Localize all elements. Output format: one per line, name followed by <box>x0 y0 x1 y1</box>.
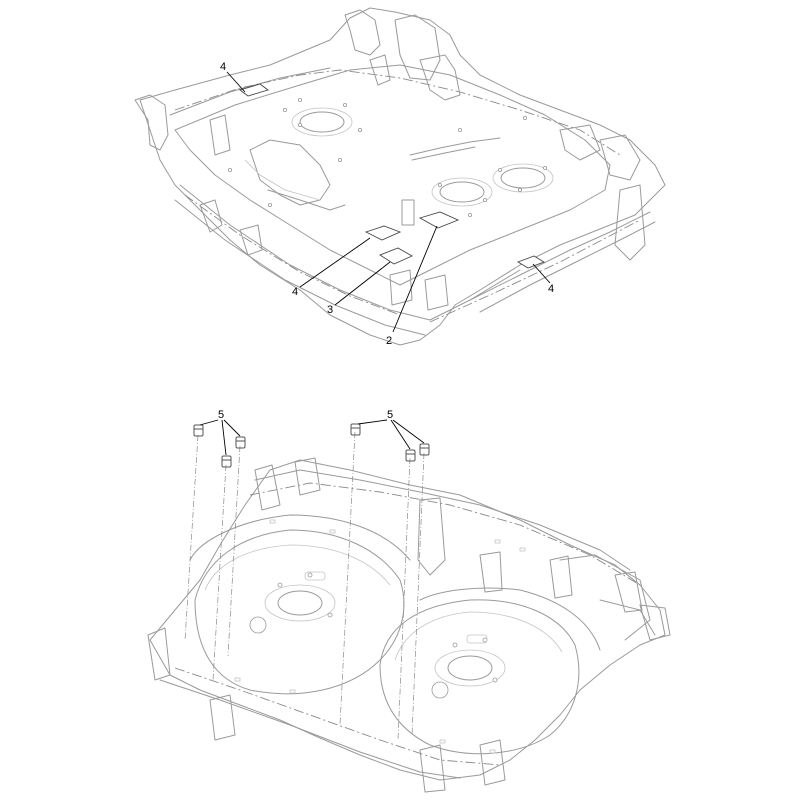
leader-line <box>221 419 227 456</box>
leader-line <box>299 237 371 288</box>
leader-line <box>392 225 438 333</box>
leader-line <box>532 263 551 284</box>
callout-label: 4 <box>292 286 298 298</box>
nut-icon <box>350 423 361 436</box>
callout-group-upper: 4 4 3 2 4 <box>220 61 554 347</box>
callout-label: 4 <box>548 283 554 295</box>
callout-label: 2 <box>386 335 392 347</box>
leader-line <box>357 419 388 425</box>
callout-group-lower: 5 5 <box>199 409 425 456</box>
decal-center <box>418 211 460 229</box>
leader-line <box>226 71 246 93</box>
leader-line <box>392 419 425 444</box>
upper-deck-assembly <box>134 7 666 346</box>
decal-left <box>364 225 402 241</box>
decal-right <box>516 255 546 269</box>
lower-deck-assembly <box>147 457 671 793</box>
hardware-nuts <box>184 423 430 741</box>
nut-icon <box>405 449 416 462</box>
leader-line <box>199 419 219 426</box>
leader-line <box>334 261 391 306</box>
callout-label: 5 <box>218 409 224 421</box>
callout-label: 3 <box>327 304 333 316</box>
callout-label: 5 <box>387 409 393 421</box>
nut-icon <box>193 424 204 437</box>
nut-icon <box>419 443 430 456</box>
nut-icon <box>221 455 232 468</box>
nut-icon <box>235 436 246 449</box>
leader-line <box>390 419 411 450</box>
decal-front <box>379 247 413 265</box>
callout-label: 4 <box>220 61 226 73</box>
decal-rear <box>239 83 269 97</box>
leader-line <box>223 419 241 437</box>
